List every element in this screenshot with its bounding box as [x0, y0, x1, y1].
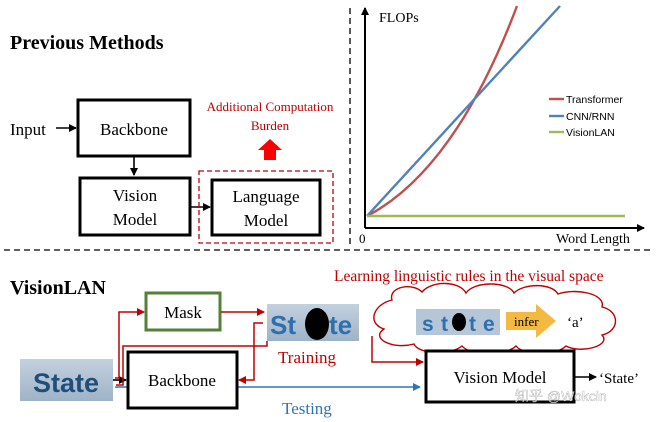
mask-label: Mask — [164, 303, 202, 322]
output-label: ‘State’ — [599, 371, 639, 387]
chart-origin-label: 0 — [359, 231, 366, 246]
backbone-box-bottom — [126, 350, 239, 410]
language-model-label-line2: Model — [244, 211, 289, 230]
language-model-label-line1: Language — [232, 187, 299, 206]
cloud-letter-t: t — [441, 313, 448, 336]
language-model-dashed-border — [198, 170, 334, 244]
chart-y-axis-label: FLOPs — [379, 11, 419, 26]
vision-model-label-line1: Vision — [113, 186, 158, 205]
visionlan-caption: Learning linguistic rules in the visual … — [334, 268, 604, 285]
cloud-letter-s: s — [422, 313, 434, 336]
cloud-mask-blob — [452, 313, 466, 331]
chart-x-axis-label: Word Length — [556, 232, 630, 247]
backbone-box-top — [76, 98, 192, 158]
infer-arrow-icon — [506, 304, 556, 338]
input-label: Input — [10, 120, 46, 139]
flops-chart: FLOPs Word Length 0 Transformer CNN/RNN … — [359, 5, 645, 247]
computation-burden-line2: Burden — [251, 118, 290, 133]
masked-word-to-backbone-arrow — [238, 322, 263, 384]
legend-label-cnn-rnn: CNN/RNN — [566, 111, 614, 123]
previous-methods-title: Previous Methods — [10, 32, 164, 54]
input-word-image — [20, 359, 113, 401]
testing-path-arrow — [115, 383, 421, 391]
input-word-text: State — [33, 368, 99, 398]
language-model-box — [210, 178, 322, 237]
predicted-char: ‘a’ — [567, 315, 584, 331]
visionlan-title: VisionLAN — [10, 277, 107, 299]
input-to-masked-word-arrow — [116, 341, 268, 386]
transformer-series-line — [366, 5, 519, 218]
cloud-letter-e: e — [483, 313, 495, 336]
mask-box — [144, 291, 222, 332]
vision-model-label-line2: Model — [113, 210, 158, 229]
masked-word-left: St — [270, 310, 296, 340]
legend-label-visionlan: VisionLAN — [566, 127, 615, 139]
backbone-label-bottom: Backbone — [148, 371, 216, 390]
legend-label-transformer: Transformer — [566, 94, 623, 106]
watermark-text: 知乎 @Wokcin — [515, 388, 607, 404]
mask-blob — [305, 308, 329, 340]
masked-word-right: te — [329, 310, 352, 340]
vision-model-label-bottom: Vision Model — [454, 368, 547, 387]
masked-word-to-vision-model-arrow — [371, 336, 424, 366]
input-to-mask-arrow — [115, 308, 145, 379]
cnn-rnn-series-line — [366, 5, 561, 217]
infer-label: infer — [514, 314, 539, 329]
chart-legend: Transformer CNN/RNN VisionLAN — [549, 94, 623, 139]
cloud-letter-t2: t — [469, 313, 476, 336]
training-label: Training — [278, 348, 336, 367]
vision-model-box-top — [78, 176, 192, 237]
computation-burden-line1: Additional Computation — [207, 99, 334, 114]
burden-up-arrow-icon — [258, 139, 282, 160]
testing-label: Testing — [282, 399, 332, 418]
vision-model-box-bottom — [424, 349, 576, 404]
backbone-label-top: Backbone — [100, 120, 168, 139]
